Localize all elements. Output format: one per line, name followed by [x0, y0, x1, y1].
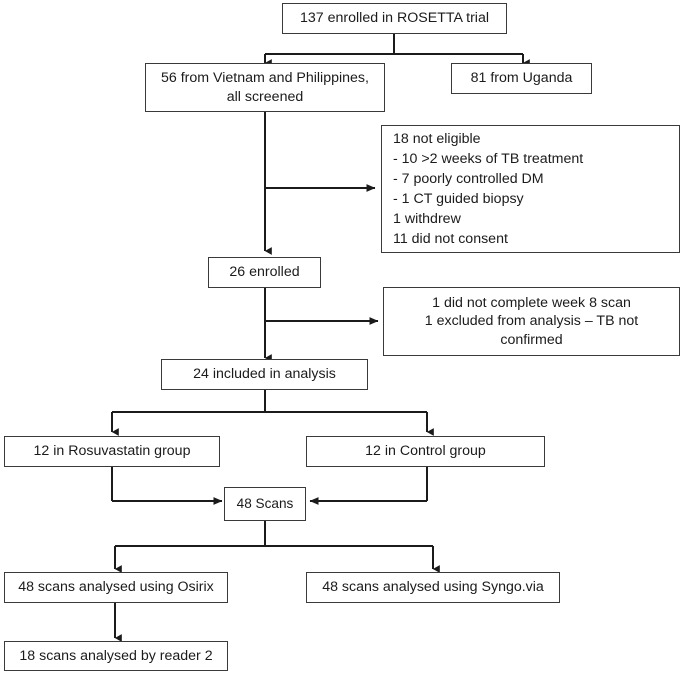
node-enrolled-26-label: 26 enrolled — [229, 264, 300, 281]
node-osirix-label: 48 scans analysed using Osirix — [18, 579, 214, 596]
node-control-group: 12 in Control group — [306, 436, 545, 467]
node-rosuvastatin-group-label: 12 in Rosuvastatin group — [33, 443, 191, 460]
node-uganda-label: 81 from Uganda — [470, 70, 573, 87]
node-enrolled-total-label: 137 enrolled in ROSETTA trial — [300, 10, 489, 27]
node-syngo: 48 scans analysed using Syngo.via — [306, 572, 560, 603]
node-included-analysis: 24 included in analysis — [161, 359, 368, 390]
node-vietnam-philippines-label: 56 from Vietnam and Philippines, all scr… — [161, 70, 369, 105]
node-rosuvastatin-group: 12 in Rosuvastatin group — [4, 436, 220, 467]
node-included-analysis-label: 24 included in analysis — [193, 366, 336, 383]
node-not-eligible-label: 18 not eligible - 10 >2 weeks of TB trea… — [393, 130, 584, 248]
node-scans-total: 48 Scans — [224, 487, 306, 521]
node-excluded-post-enrolment: 1 did not complete week 8 scan 1 exclude… — [383, 287, 680, 356]
node-syngo-label: 48 scans analysed using Syngo.via — [322, 579, 544, 596]
node-uganda: 81 from Uganda — [451, 63, 592, 94]
node-scans-total-label: 48 Scans — [236, 496, 294, 512]
node-excluded-post-enrolment-label: 1 did not complete week 8 scan 1 exclude… — [424, 294, 639, 348]
node-reader2-label: 18 scans analysed by reader 2 — [19, 647, 213, 664]
node-control-group-label: 12 in Control group — [365, 443, 486, 460]
node-vietnam-philippines: 56 from Vietnam and Philippines, all scr… — [145, 63, 385, 112]
node-reader2: 18 scans analysed by reader 2 — [4, 641, 228, 671]
node-not-eligible: 18 not eligible - 10 >2 weeks of TB trea… — [381, 125, 680, 253]
node-enrolled-total: 137 enrolled in ROSETTA trial — [282, 3, 507, 34]
node-osirix: 48 scans analysed using Osirix — [4, 572, 228, 603]
node-enrolled-26: 26 enrolled — [208, 257, 321, 288]
